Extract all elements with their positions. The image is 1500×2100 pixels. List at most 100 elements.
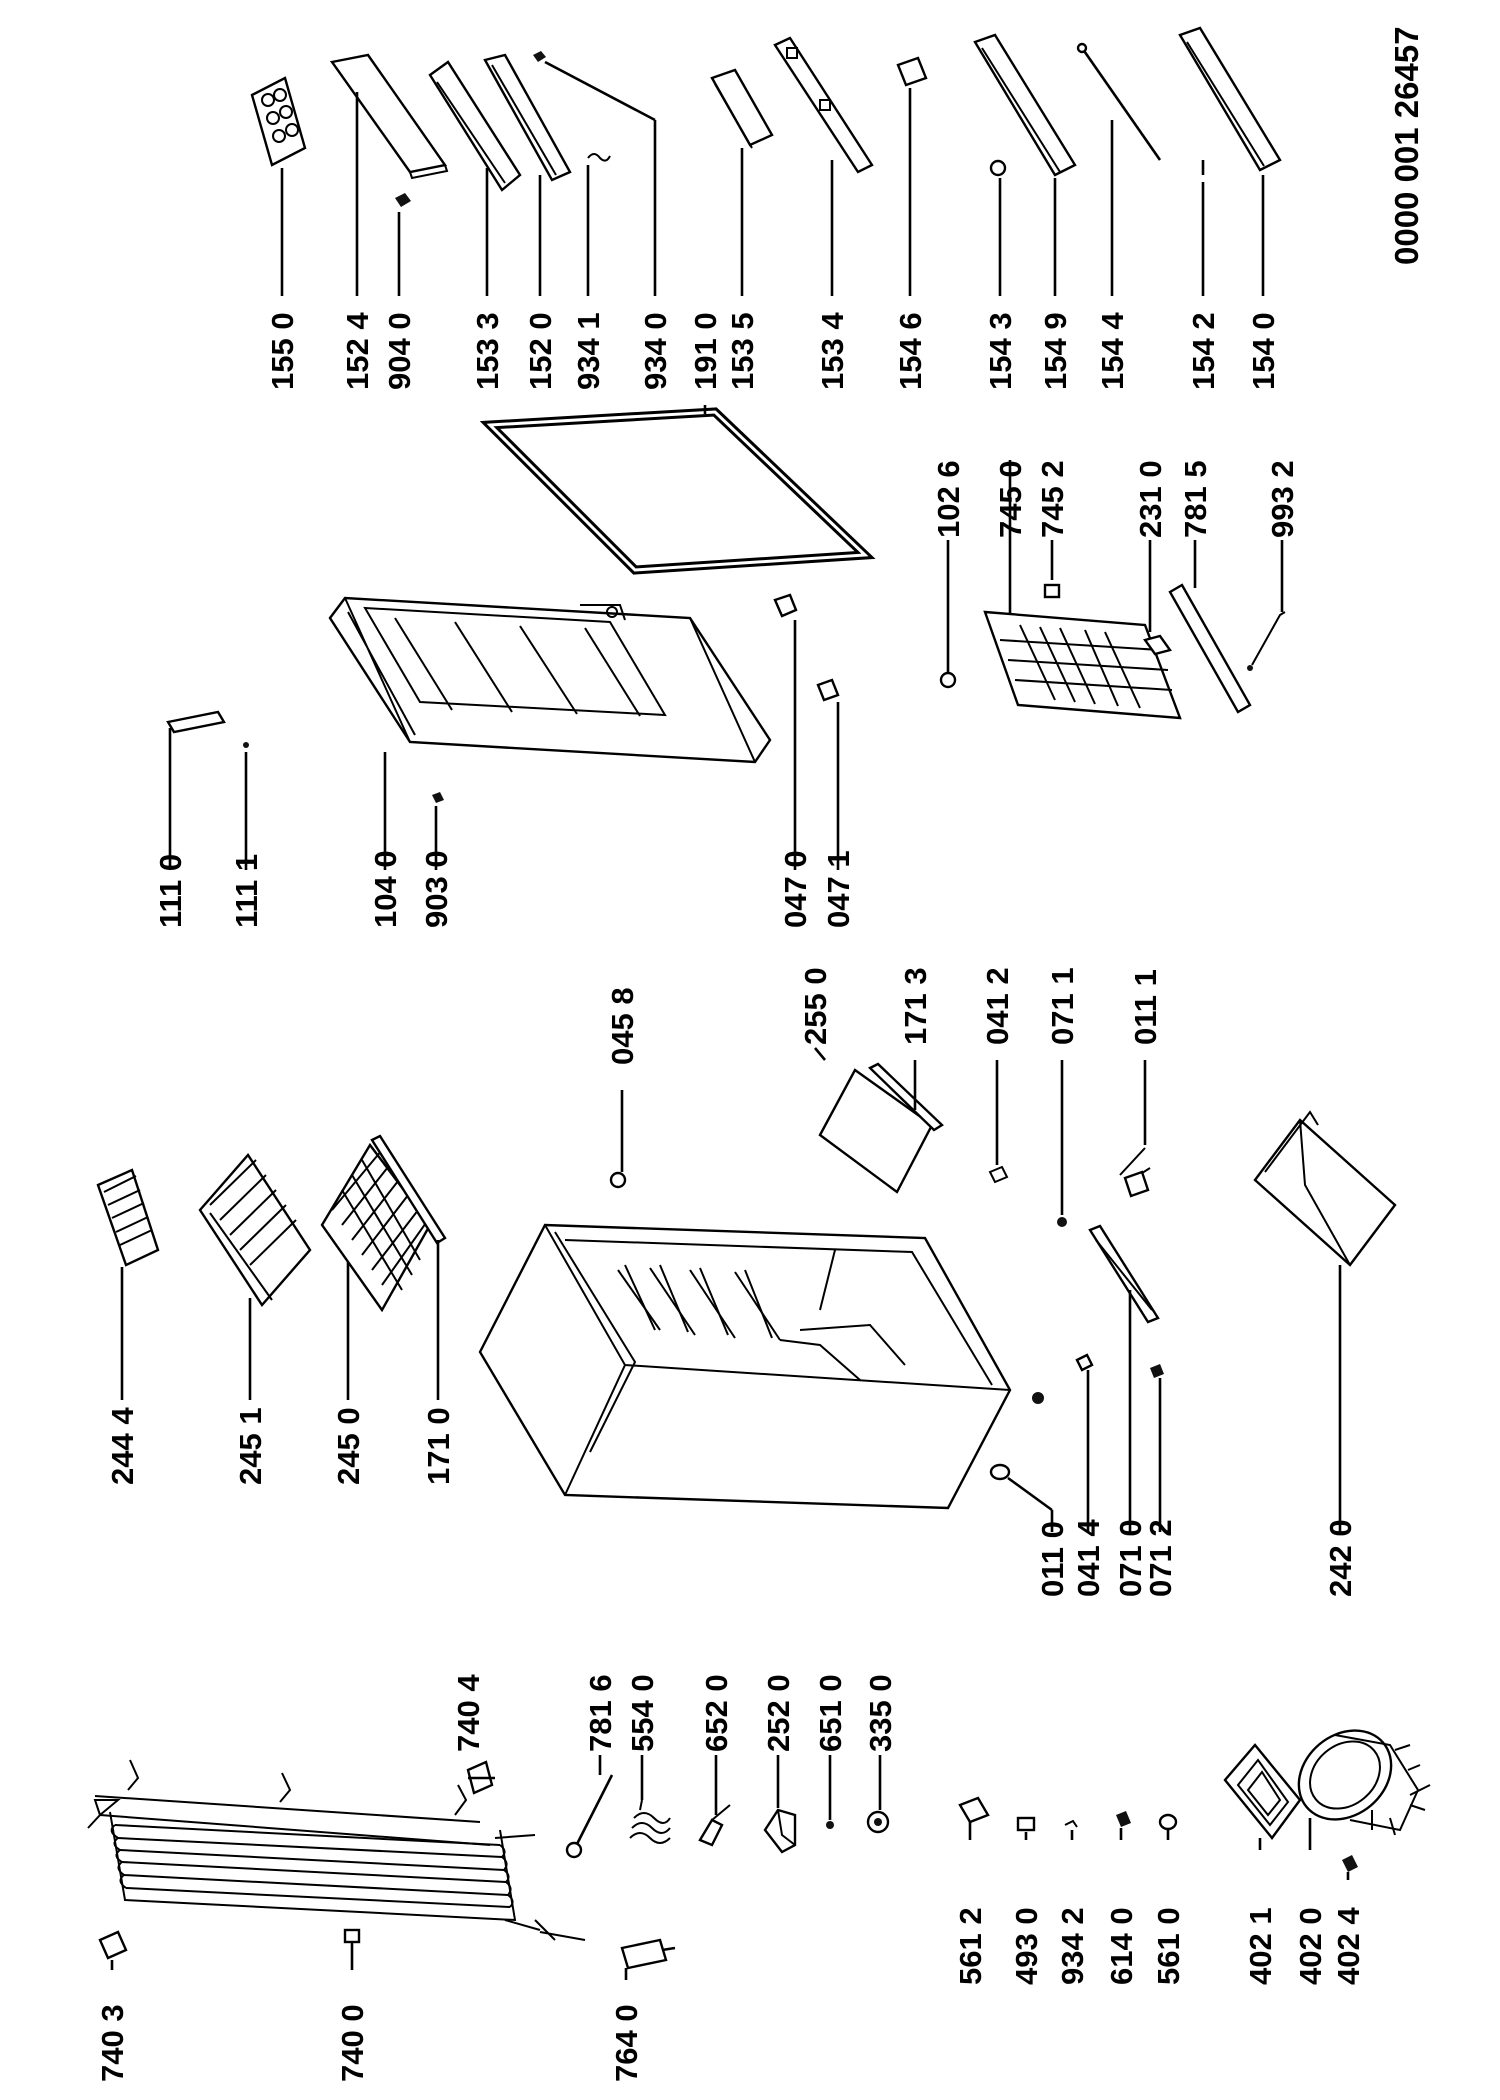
label-154-0: 154 0	[1246, 312, 1281, 390]
part-071-0-heater-bar	[1088, 1224, 1160, 1532]
label-764-0: 764 0	[609, 2004, 644, 2082]
label-047-0: 047 0	[778, 850, 813, 928]
part-102-6-knob	[939, 540, 957, 689]
label-561-0: 561 0	[1151, 1907, 1186, 1985]
label-561-2: 561 2	[953, 1907, 988, 1985]
label-171-0: 171 0	[421, 1407, 456, 1485]
label-111-0: 111 0	[153, 854, 188, 928]
part-155-0-egg-tray	[250, 76, 307, 296]
part-153-4-rail	[773, 36, 874, 296]
label-111-1: 111 1	[229, 854, 264, 928]
part-111-0-handle	[166, 710, 226, 870]
label-904-0: 904 0	[382, 312, 417, 390]
label-402-0: 402 0	[1293, 1907, 1328, 1985]
label-934-0: 934 0	[638, 312, 673, 390]
part-242-0-crisper-bin	[1253, 1110, 1397, 1532]
label-934-1: 934 1	[571, 312, 606, 390]
part-904-0-screw	[395, 193, 411, 296]
part-554-0-thermostat	[629, 1755, 671, 1844]
label-231-0: 231 0	[1133, 460, 1168, 538]
part-335-0-knob	[866, 1755, 890, 1834]
label-154-4: 154 4	[1095, 312, 1130, 390]
label-740-0: 740 0	[335, 2004, 370, 2082]
part-011-1-cable	[1119, 1060, 1151, 1198]
label-154-2: 154 2	[1186, 312, 1221, 390]
part-104-0-door	[328, 596, 772, 870]
part-154-0-long-shelf	[1178, 26, 1282, 296]
part-740-4-clip	[466, 1760, 495, 1795]
part-781-5-bar	[1168, 540, 1252, 714]
part-740-3-bracket	[98, 1930, 128, 1970]
part-152-4-shelf	[329, 53, 449, 296]
part-651-0	[826, 1755, 834, 1829]
part-561-0-cap	[1158, 1813, 1178, 1840]
part-171-3-strip	[867, 1060, 944, 1132]
label-402-1: 402 1	[1243, 1907, 1278, 1985]
label-171-3: 171 3	[898, 967, 933, 1045]
part-171-0-strip	[370, 1134, 447, 1400]
label-191-0: 191 0	[688, 312, 723, 390]
part-764-0-capacitor	[620, 1938, 676, 1980]
label-652-0: 652 0	[699, 1674, 734, 1752]
label-011-0: 011 0	[1035, 1521, 1070, 1597]
label-071-1: 071 1	[1045, 967, 1080, 1045]
part-745-2-sticker	[1043, 540, 1061, 599]
part-153-3-door-shelf	[428, 60, 522, 296]
part-191-0-door-gasket	[479, 405, 876, 575]
part-245-1-wire-shelf	[198, 1153, 312, 1400]
label-745-2: 745 2	[1035, 460, 1070, 538]
label-041-2: 041 2	[980, 967, 1015, 1045]
document-number: 0000 001 26457	[1388, 26, 1425, 265]
part-740-0-condenser-coil	[87, 1759, 586, 1970]
part-047-0-hinge	[773, 593, 798, 870]
part-781-6-rod	[565, 1755, 614, 1859]
label-242-0: 242 0	[1323, 1519, 1358, 1597]
part-041-2	[988, 1060, 1009, 1184]
label-154-9: 154 9	[1038, 312, 1073, 390]
part-045-8-fitting	[609, 1090, 627, 1189]
part-111-1-screw	[243, 742, 249, 870]
label-993-2: 993 2	[1265, 460, 1300, 538]
part-cabinet-body	[478, 1223, 1012, 1510]
part-041-4	[1075, 1353, 1094, 1532]
part-245-0-large-grid-shelf	[320, 1142, 432, 1400]
part-154-3-knob	[989, 159, 1007, 296]
label-493-0: 493 0	[1009, 1907, 1044, 1985]
part-402-1-compressor-cover	[1223, 1743, 1302, 1850]
label-153-4: 153 4	[815, 312, 850, 390]
label-740-4: 740 4	[451, 1674, 486, 1752]
label-041-4: 041 4	[1071, 1519, 1106, 1597]
part-011-0-cap	[1032, 1392, 1044, 1404]
label-152-4: 152 4	[340, 312, 375, 390]
part-934-2-clip	[1064, 1819, 1078, 1840]
label-071-0: 071 0	[1113, 1519, 1148, 1597]
label-153-5: 153 5	[725, 312, 760, 390]
part-652-0-relay	[698, 1755, 731, 1847]
part-154-4-bar	[1076, 42, 1162, 296]
part-231-0	[1143, 540, 1172, 656]
part-047-1-hinge	[816, 678, 840, 870]
part-154-9-long-shelf	[973, 33, 1077, 296]
label-402-4: 402 4	[1331, 1907, 1366, 1985]
part-993-2-cable	[1247, 540, 1286, 671]
label-047-1: 047 1	[821, 850, 856, 928]
label-934-2: 934 2	[1055, 1907, 1090, 1985]
label-781-5: 781 5	[1178, 460, 1213, 538]
part-903-0-screw	[432, 792, 444, 870]
label-153-3: 153 3	[470, 312, 505, 390]
part-011-0-bushing	[989, 1463, 1054, 1532]
label-745-0: 745 0	[993, 460, 1028, 538]
label-152-0: 152 0	[523, 312, 558, 390]
label-614-0: 614 0	[1104, 1907, 1139, 1985]
part-402-0-compressor	[1297, 1729, 1431, 1850]
part-493-0	[1016, 1816, 1036, 1840]
part-934-1-clip	[586, 153, 611, 296]
label-104-0: 104 0	[368, 850, 403, 928]
label-252-0: 252 0	[761, 1674, 796, 1752]
label-102-6: 102 6	[931, 460, 966, 538]
label-740-3: 740 3	[95, 2004, 130, 2082]
part-934-0-clip	[533, 51, 657, 296]
label-154-3: 154 3	[983, 312, 1018, 390]
label-071-2: 071 2	[1143, 1519, 1178, 1597]
